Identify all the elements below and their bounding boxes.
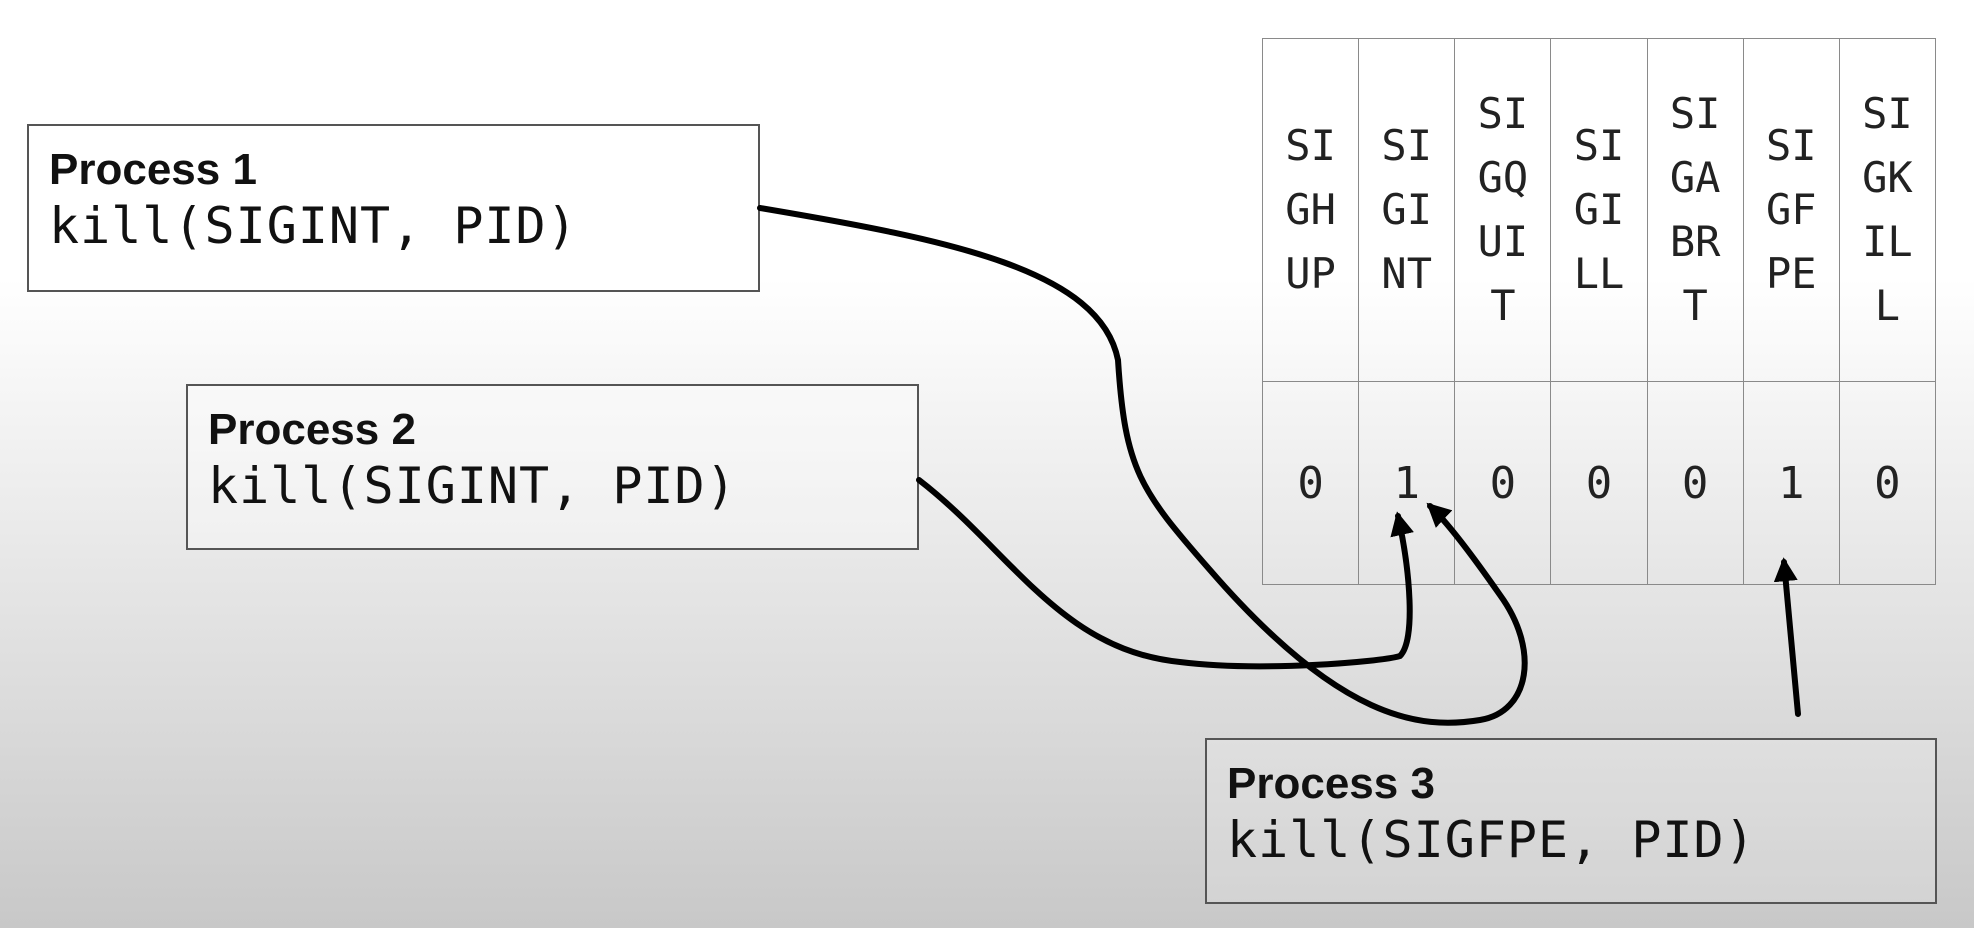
pending-bit-sigkill: 0 bbox=[1838, 381, 1937, 585]
pending-bit-sighup: 0 bbox=[1261, 381, 1360, 585]
signal-name-part: SI bbox=[1573, 121, 1625, 170]
signal-name-cell-sigkill: SI GK IL L bbox=[1838, 38, 1937, 382]
pending-bit-sigabrt: 0 bbox=[1646, 381, 1744, 585]
signal-name-part: T bbox=[1490, 281, 1516, 330]
process-3-call: kill(SIGFPE, PID) bbox=[1227, 811, 1756, 869]
signal-name-part: GF bbox=[1765, 185, 1817, 234]
signal-name-part: SI bbox=[1669, 89, 1721, 138]
signal-name-part: BR bbox=[1669, 217, 1721, 266]
process-2-call: kill(SIGINT, PID) bbox=[208, 457, 737, 515]
signal-name-part: IL bbox=[1862, 217, 1913, 266]
signal-name-part: GK bbox=[1862, 153, 1913, 202]
process-2-box: Process 2 kill(SIGINT, PID) bbox=[186, 384, 919, 550]
signal-name-part: GI bbox=[1573, 185, 1625, 234]
signal-name-part: LL bbox=[1573, 249, 1625, 298]
process-1-name: Process 1 bbox=[49, 145, 257, 194]
signal-name-part: GH bbox=[1285, 185, 1336, 234]
signal-name-part: PE bbox=[1765, 249, 1817, 298]
signal-name-part: T bbox=[1682, 281, 1708, 330]
signal-name-part: GI bbox=[1381, 185, 1432, 234]
process-1-call: kill(SIGINT, PID) bbox=[49, 197, 578, 255]
pending-bit-sigquit: 0 bbox=[1454, 381, 1552, 585]
pending-bit-sigill: 0 bbox=[1550, 381, 1648, 585]
signal-name-cell-sighup: SI GH UP bbox=[1261, 38, 1360, 382]
pending-signal-table: SI GH UP SI GI NT SI GQ UI T SI GI LL SI… bbox=[1261, 38, 1937, 585]
signal-name-cell-sigquit: SI GQ UI T bbox=[1454, 38, 1552, 382]
signal-name-cell-sigint: SI GI NT bbox=[1358, 38, 1456, 382]
pending-bit-row: 0 1 0 0 0 1 0 bbox=[1261, 381, 1937, 585]
process-3-name: Process 3 bbox=[1227, 759, 1435, 808]
process-1-box: Process 1 kill(SIGINT, PID) bbox=[27, 124, 760, 292]
pending-bit-sigint: 1 bbox=[1358, 381, 1456, 585]
signal-name-part: UI bbox=[1477, 217, 1529, 266]
pending-bit-sigfpe: 1 bbox=[1742, 381, 1840, 585]
signal-name-part: UP bbox=[1285, 249, 1336, 298]
signal-name-cell-sigfpe: SI GF PE bbox=[1742, 38, 1840, 382]
signal-name-part: L bbox=[1874, 281, 1901, 330]
process-2-name: Process 2 bbox=[208, 405, 416, 454]
signal-name-part: NT bbox=[1381, 249, 1432, 298]
process-3-box: Process 3 kill(SIGFPE, PID) bbox=[1205, 738, 1937, 904]
signal-name-part: SI bbox=[1381, 121, 1432, 170]
signal-name-cell-sigabrt: SI GA BR T bbox=[1646, 38, 1744, 382]
signal-name-part: GQ bbox=[1477, 153, 1529, 202]
signal-name-row: SI GH UP SI GI NT SI GQ UI T SI GI LL SI… bbox=[1261, 38, 1937, 382]
signal-name-part: SI bbox=[1862, 89, 1913, 138]
signal-name-part: SI bbox=[1285, 121, 1336, 170]
signal-name-part: SI bbox=[1477, 89, 1529, 138]
signal-name-part: SI bbox=[1765, 121, 1817, 170]
signal-name-cell-sigill: SI GI LL bbox=[1550, 38, 1648, 382]
signal-name-part: GA bbox=[1669, 153, 1721, 202]
